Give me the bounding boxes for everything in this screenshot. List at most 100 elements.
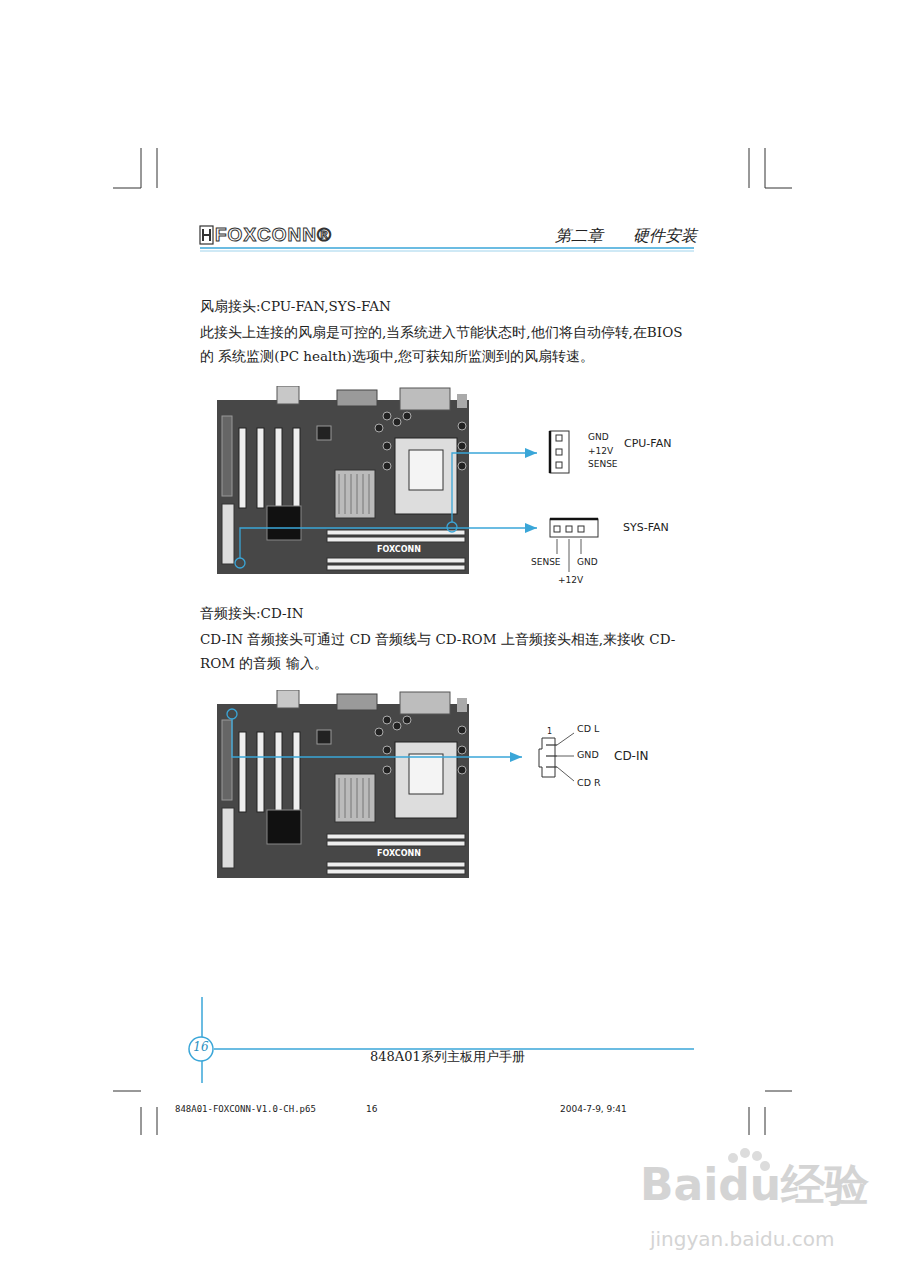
figure-rect <box>335 470 375 518</box>
figure-rect <box>457 698 467 712</box>
figure-rect <box>400 388 450 410</box>
figure-rect <box>239 428 246 508</box>
arrow-connector <box>469 527 537 528</box>
connector-body <box>539 738 555 777</box>
figure-line <box>569 539 570 572</box>
figure-line <box>557 539 558 554</box>
figure-rect <box>277 386 299 404</box>
figure-line <box>141 148 142 188</box>
figure-circle <box>393 418 401 426</box>
figure-line <box>157 1107 158 1135</box>
figure-circle <box>227 709 237 719</box>
figure-circle <box>393 722 401 730</box>
arrow-connector <box>469 452 537 453</box>
figure-polyline <box>232 719 469 757</box>
figure-circle <box>458 746 466 754</box>
chapter-title: 硬件安装 <box>633 227 697 245</box>
figure-rect <box>409 754 443 794</box>
header-logo-icon <box>200 226 213 244</box>
pin-name: CD L <box>577 724 599 735</box>
header-pin <box>556 435 562 441</box>
figure-rect <box>327 869 465 874</box>
figure-rect <box>395 438 457 514</box>
crop-marks <box>113 148 792 1135</box>
pin-name: GND <box>577 750 599 761</box>
figure-circle <box>403 716 411 724</box>
figure-circle <box>375 424 383 432</box>
figure-g <box>327 530 465 570</box>
connector-name: CD-IN <box>614 749 648 763</box>
figure-rect <box>267 810 301 844</box>
figure-circle <box>189 1037 213 1061</box>
figure-rect <box>257 428 264 508</box>
figure-g <box>239 732 300 812</box>
section-heading: 音频接头:CD-IN <box>200 606 304 622</box>
figure-line <box>557 733 574 745</box>
figure-circle <box>740 1148 750 1158</box>
header-wall <box>550 518 598 521</box>
figure-line <box>765 1091 792 1092</box>
connector-pin <box>546 744 557 745</box>
figure-polyline <box>452 453 469 522</box>
connector-box: CPU-FAN <box>537 428 677 478</box>
motherboard-box: FOXCONN <box>217 386 469 574</box>
pin-name: SENSE <box>531 557 561 567</box>
header-pin <box>566 526 572 532</box>
figure-circle <box>447 522 457 532</box>
figure-rect <box>409 450 443 490</box>
pin-name: CD R <box>577 778 601 789</box>
print-date: 2004-7-9, 9:41 <box>560 1104 627 1114</box>
figure-circle <box>383 442 391 450</box>
figure-rect <box>293 732 300 812</box>
motherboard-figure <box>217 690 469 878</box>
figure-line <box>749 148 750 188</box>
figure-rect <box>267 506 301 540</box>
figure-polyline <box>240 528 469 558</box>
logo-text: FOXCONN® <box>215 224 332 246</box>
connector-name: CPU-FAN <box>624 437 671 450</box>
figure-line <box>765 188 792 189</box>
figure-circle <box>383 412 391 420</box>
figure-line <box>765 148 766 188</box>
figure-g <box>235 453 469 568</box>
figure-circle <box>383 716 391 724</box>
pin-name: GND <box>577 557 598 567</box>
pin-name: +12V <box>558 575 583 585</box>
figure-line <box>557 767 574 781</box>
figure-circle <box>235 558 245 568</box>
figure-rect <box>222 416 232 496</box>
figure-line <box>200 247 694 249</box>
figure-rect <box>327 841 465 846</box>
figure-path <box>339 778 369 818</box>
pin-header <box>549 518 601 540</box>
connector-pin <box>546 766 557 767</box>
figure-line <box>113 1091 141 1092</box>
figure-rect <box>200 226 213 244</box>
header-body <box>550 519 598 537</box>
connector-name: SYS-FAN <box>623 521 669 534</box>
figure-circle <box>458 462 466 470</box>
section-heading: 风扇接头:CPU-FAN,SYS-FAN <box>200 299 391 315</box>
figure-rect <box>327 537 465 542</box>
pin-name: +12V <box>588 446 613 456</box>
figure-g <box>227 709 469 757</box>
figure-circle <box>383 746 391 754</box>
header-pin <box>554 526 560 532</box>
figure-rect <box>239 732 246 812</box>
header-pin <box>578 526 584 532</box>
pin-number: 1 <box>547 727 552 736</box>
figure-circle <box>383 766 391 774</box>
manual-title: 848A01系列主板用户手册 <box>370 1050 525 1065</box>
figure-line <box>200 251 694 252</box>
figure-rect <box>327 558 465 563</box>
header-pin <box>556 449 562 455</box>
figure-line <box>141 1107 142 1135</box>
figure-circle <box>403 412 411 420</box>
pin-name: SENSE <box>588 459 618 469</box>
footer-rules <box>189 997 694 1083</box>
header-wall <box>549 431 552 473</box>
figure-rect <box>217 400 469 574</box>
figure-circle <box>458 766 466 774</box>
figure-rect <box>327 530 465 535</box>
